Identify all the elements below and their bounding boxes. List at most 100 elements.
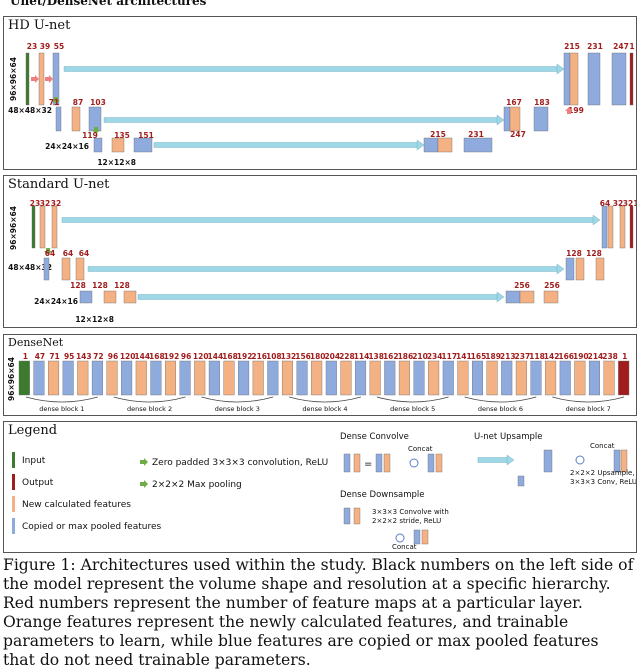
legend-dense-convolve: Dense Convolve (340, 432, 409, 442)
std-pool-1 (44, 248, 52, 255)
std-label-64c: 64 (79, 249, 89, 258)
dense-label-14: 168 (222, 352, 238, 361)
std-dec1-orange2 (619, 205, 626, 249)
dense-feature-24 (369, 360, 381, 396)
legend-item-2: New calculated features (22, 500, 131, 510)
dense-label-22: 228 (339, 352, 355, 361)
dense-feature-10 (164, 360, 177, 396)
hd-skip-3-head (416, 139, 425, 151)
hd-l2-feat-2 (71, 106, 81, 132)
hd-label-87: 87 (73, 98, 83, 107)
hd-l1-feat-1 (38, 52, 45, 106)
dc-concat-label: Concat (408, 445, 433, 453)
std-label-32r: 32 (613, 199, 623, 208)
dense-label-2: 71 (49, 352, 59, 361)
dense-feature-19 (296, 360, 308, 396)
dense-feature-33 (501, 360, 513, 396)
dense-label-17: 108 (266, 352, 282, 361)
std-dim-level3: 24×24×16 (34, 297, 78, 306)
hd-dec2-l2-blue (503, 106, 511, 132)
hd-label-135b: 231 (587, 42, 603, 51)
std-label-256r: 256 (514, 281, 530, 290)
std-label-256r2: 256 (544, 281, 560, 290)
std-dec2-blue (565, 257, 575, 281)
dense-feature-14 (223, 360, 235, 396)
std-dec3-orange (519, 290, 535, 304)
dense-label-30: 141 (456, 352, 472, 361)
hd-dec3-l3-orange (437, 137, 453, 153)
hd-l2-feat-1 (55, 106, 62, 132)
std-dim-level1: 96×96×64 (9, 206, 18, 250)
dense-label-9: 168 (149, 352, 165, 361)
figure-heading: Unet/DenseNet architectures (10, 0, 207, 8)
hd-l3-feat-2 (111, 137, 125, 153)
legend-title: Legend (8, 423, 58, 438)
hd-skip-2-head (496, 114, 505, 126)
dense-label-38: 190 (573, 352, 589, 361)
dense-feature-4 (77, 360, 89, 396)
std-label-128: 128 (70, 281, 86, 290)
dense-feature-15 (238, 360, 250, 396)
std-l2-feat-2 (61, 257, 71, 281)
std-label-1: 1 (633, 199, 636, 208)
dense-label-0: 1 (23, 352, 28, 361)
std-dim-level2: 48×48×32 (8, 263, 52, 272)
hd-label-215b: 215 (430, 130, 446, 139)
dense-block-brace-4 (289, 396, 361, 403)
legend-op-conv: Zero padded 3×3×3 convolution, ReLU (152, 458, 328, 468)
legend-item-1: Output (22, 478, 54, 488)
dense-label-18: 132 (281, 352, 297, 361)
dc-b2 (383, 453, 391, 473)
dense-label-21: 204 (324, 352, 340, 361)
hd-dim-level1: 96×96×64 (9, 57, 18, 101)
dense-block-label-5: dense block 5 (390, 405, 435, 413)
dense-label-37: 166 (558, 352, 574, 361)
dense-label-6: 96 (108, 352, 118, 361)
dense-label-20: 180 (310, 352, 326, 361)
dense-label-7: 120 (120, 352, 136, 361)
hd-dec2-l2-blue2 (533, 106, 549, 132)
dense-feature-8 (135, 360, 147, 396)
dense-label-23: 114 (354, 352, 370, 361)
hd-label-151b: 247 (613, 42, 629, 51)
dense-feature-40 (603, 360, 615, 396)
dense-feature-29 (442, 360, 454, 396)
dense-block-label-2: dense block 2 (127, 405, 172, 413)
dense-label-16: 216 (251, 352, 267, 361)
dc-concat-node (409, 458, 419, 468)
dense-feature-18 (281, 360, 293, 396)
hd-pool-2 (92, 127, 100, 134)
hd-label-167b: 167 (506, 98, 522, 107)
dd-note-1: 3×3×3 Convolve with (372, 508, 449, 516)
dense-feature-0 (18, 360, 30, 396)
dd-out-2 (421, 529, 429, 545)
up-skip-arrow-head (506, 454, 515, 466)
std-label-32b: 32 (51, 199, 61, 208)
dense-label-35: 118 (529, 352, 545, 361)
dense-block-brace-6 (464, 396, 537, 403)
dc-out-1 (427, 453, 435, 473)
dense-feature-34 (515, 360, 527, 396)
hd-dim-level3: 24×24×16 (45, 142, 89, 151)
legend-swatch-2 (12, 496, 15, 512)
hd-label-23: 23 (27, 42, 37, 51)
dense-feature-13 (208, 360, 220, 396)
hd-label-103: 103 (90, 98, 106, 107)
std-label-64b: 64 (63, 249, 73, 258)
up-concat-label: Concat (590, 442, 615, 450)
std-l3-feat-1 (79, 290, 93, 304)
dense-feature-39 (588, 360, 600, 396)
dense-label-3: 95 (64, 352, 74, 361)
std-skip-3-head (496, 291, 505, 303)
std-label-64: 64 (45, 249, 55, 258)
hd-skip-2 (103, 117, 499, 123)
dense-feature-2 (48, 360, 60, 396)
std-dim-level4: 12×12×8 (75, 315, 114, 324)
dense-feature-32 (486, 360, 498, 396)
legend-item-0: Input (22, 456, 46, 466)
legend-item-3: Copied or max pooled features (22, 522, 161, 532)
up-out-1 (613, 449, 621, 473)
dense-feature-9 (150, 360, 162, 396)
dense-block-brace-7 (552, 396, 625, 403)
